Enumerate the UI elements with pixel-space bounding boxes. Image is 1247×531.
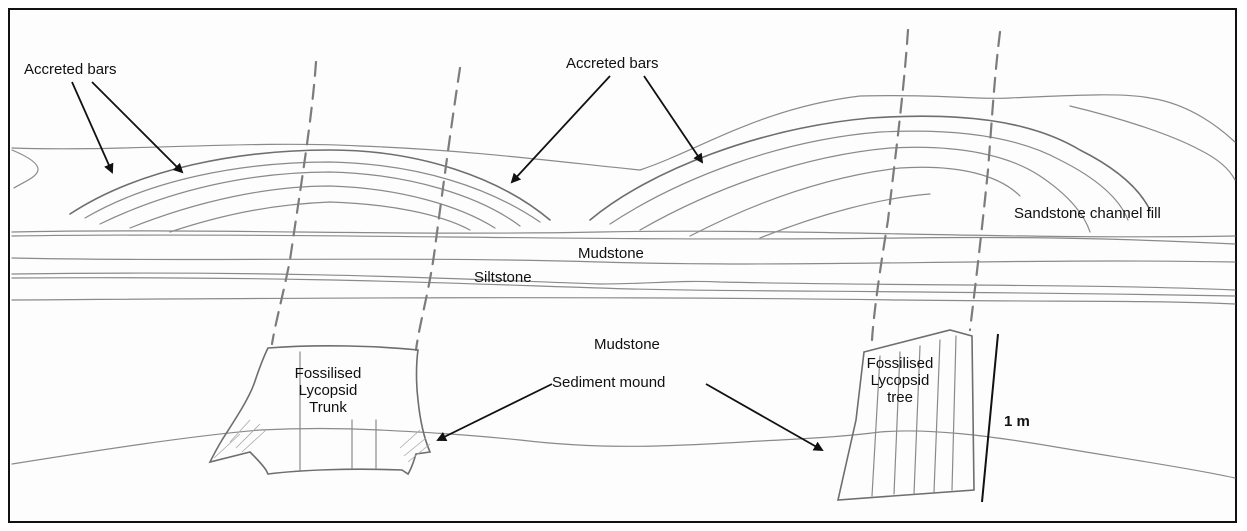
right-tree-label-line1: Fossilised bbox=[860, 355, 940, 372]
left-trunk-label: Fossilised Lycopsid Trunk bbox=[288, 365, 368, 416]
right-tree-label-line2: Lycopsid bbox=[860, 372, 940, 389]
arrow-icon bbox=[706, 384, 822, 450]
sediment-mound-surface bbox=[12, 429, 1235, 479]
scale-label: 1 m bbox=[1004, 413, 1030, 430]
right-trunk-trace bbox=[872, 30, 1000, 340]
left-trunk-label-line1: Fossilised bbox=[288, 365, 368, 382]
stratigraphic-horizons bbox=[12, 231, 1235, 304]
arrow-icon bbox=[644, 76, 702, 162]
mudstone-lower-label: Mudstone bbox=[594, 336, 660, 353]
arrow-icon bbox=[512, 76, 610, 182]
right-tree-label-line3: tree bbox=[860, 389, 940, 406]
left-trunk-trace bbox=[272, 62, 460, 350]
sandstone-channel-fill-label: Sandstone channel fill bbox=[1014, 205, 1161, 222]
mudstone-upper-label: Mudstone bbox=[578, 245, 644, 262]
accreted-bars-left-arch bbox=[70, 150, 550, 232]
arrow-icon bbox=[438, 384, 552, 440]
scale-bar bbox=[982, 334, 998, 502]
channel-top-surface bbox=[12, 95, 1235, 188]
left-trunk-label-line3: Trunk bbox=[288, 399, 368, 416]
right-tree-label: Fossilised Lycopsid tree bbox=[860, 355, 940, 406]
accreted-bars-center-label: Accreted bars bbox=[566, 55, 659, 72]
annotation-arrows bbox=[72, 76, 822, 450]
left-trunk-label-line2: Lycopsid bbox=[288, 382, 368, 399]
sediment-mound-label: Sediment mound bbox=[552, 374, 665, 391]
accreted-bars-left-label: Accreted bars bbox=[24, 61, 117, 78]
siltstone-label: Siltstone bbox=[474, 269, 532, 286]
